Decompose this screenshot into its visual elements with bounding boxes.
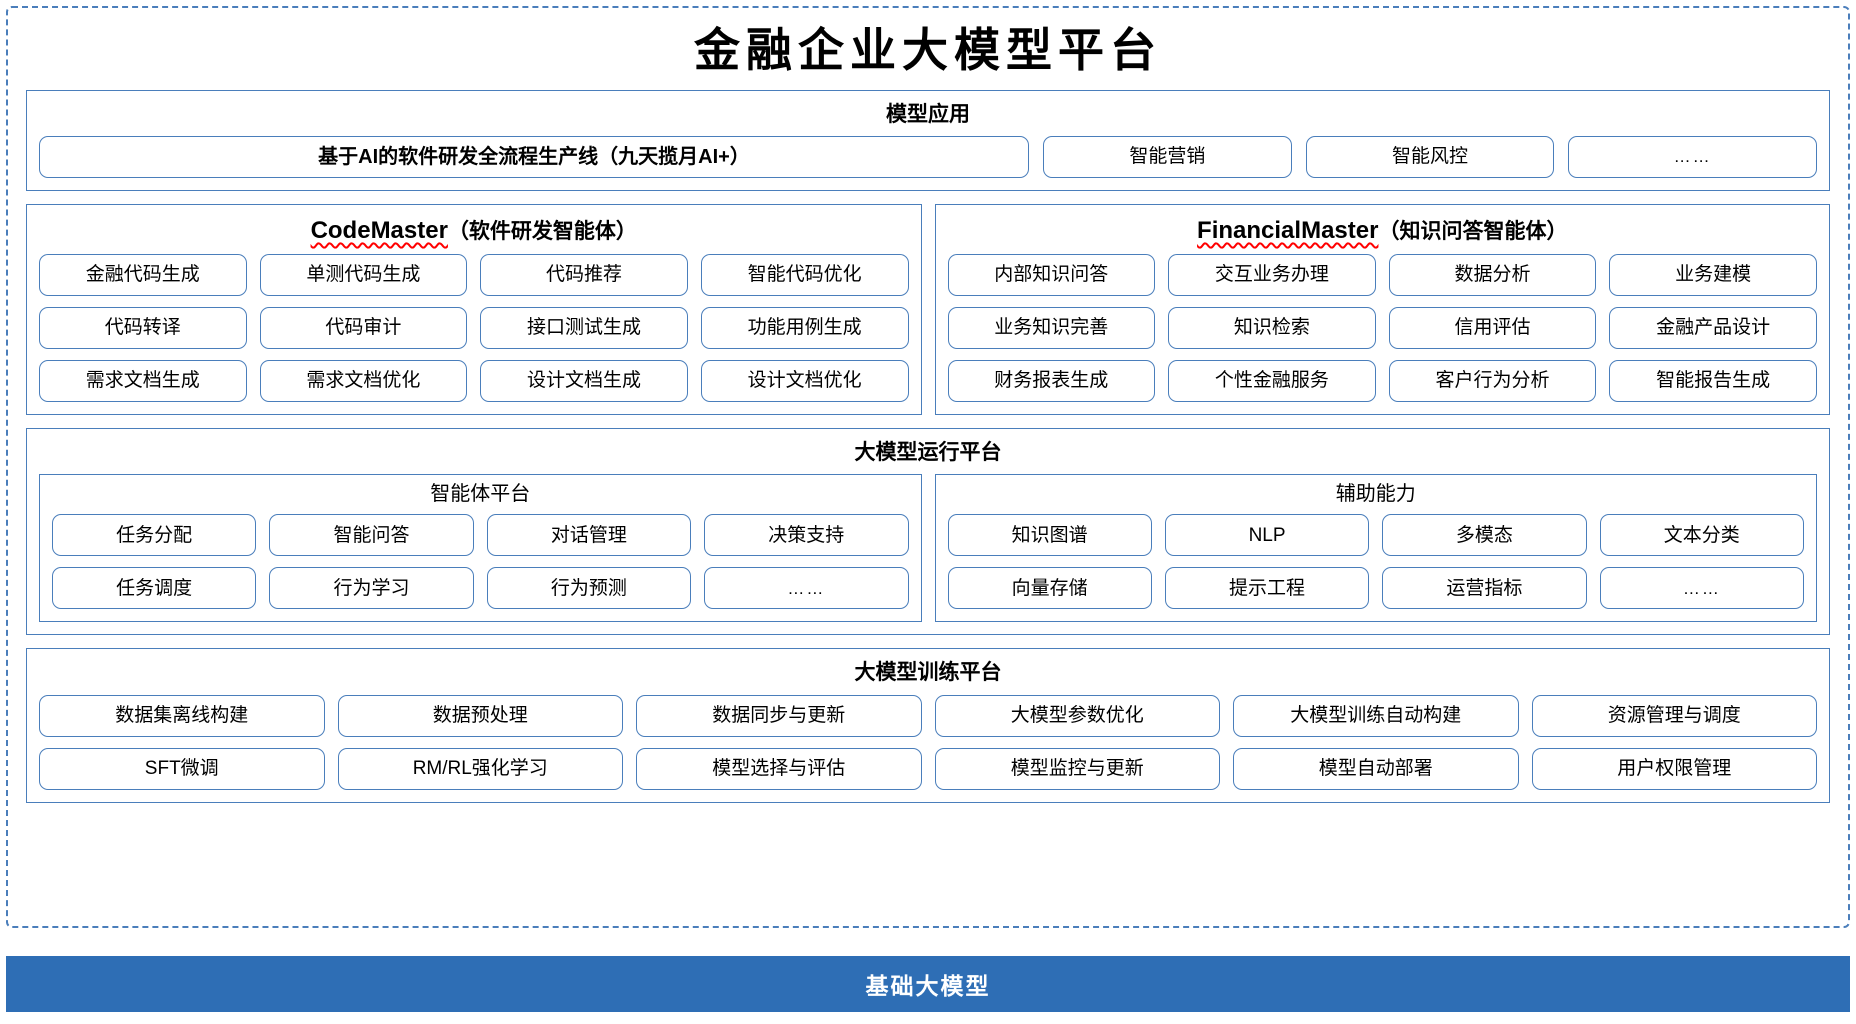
- codemaster-row-2: 代码转译 代码审计 接口测试生成 功能用例生成: [39, 306, 909, 349]
- agent-platform-chip-5[interactable]: 任务调度: [52, 567, 257, 610]
- financialmaster-chip-4[interactable]: 业务建模: [1609, 253, 1817, 296]
- train-platform-row-2: SFT微调 RM/RL强化学习 模型选择与评估 模型监控与更新 模型自动部署 用…: [39, 747, 1817, 790]
- agents-section: CodeMaster（软件研发智能体） 金融代码生成 单测代码生成 代码推荐 智…: [26, 203, 1830, 415]
- app-chip-primary[interactable]: 基于AI的软件研发全流程生产线（九天揽月AI+）: [39, 135, 1029, 178]
- train-chip-7[interactable]: SFT微调: [39, 747, 325, 790]
- diagram-outer-frame: 金融企业大模型平台 模型应用 基于AI的软件研发全流程生产线（九天揽月AI+） …: [6, 6, 1850, 928]
- panel-title-financialmaster: FinancialMaster（知识问答智能体）: [948, 213, 1818, 254]
- codemaster-chip-6[interactable]: 代码审计: [259, 306, 468, 349]
- train-chip-2[interactable]: 数据预处理: [337, 694, 623, 737]
- codemaster-row-3: 需求文档生成 需求文档优化 设计文档生成 设计文档优化: [39, 359, 909, 402]
- train-chip-8[interactable]: RM/RL强化学习: [337, 747, 623, 790]
- panel-title-train-platform: 大模型训练平台: [854, 661, 1002, 685]
- auxiliary-chip-7[interactable]: 运营指标: [1382, 567, 1587, 610]
- financialmaster-chip-10[interactable]: 个性金融服务: [1168, 359, 1376, 402]
- panel-model-application: 模型应用 基于AI的软件研发全流程生产线（九天揽月AI+） 智能营销 智能风控 …: [26, 89, 1830, 191]
- financialmaster-chip-5[interactable]: 业务知识完善: [947, 306, 1156, 349]
- subpanel-auxiliary-capability: 辅助能力 知识图谱 NLP 多模态 文本分类 向量存储 提示工程 运营指标 ……: [934, 474, 1817, 623]
- subpanel-title-agent-platform: 智能体平台: [430, 483, 531, 506]
- train-chip-5[interactable]: 大模型训练自动构建: [1233, 694, 1519, 737]
- auxiliary-row-1: 知识图谱 NLP 多模态 文本分类: [947, 514, 1804, 557]
- financialmaster-chip-9[interactable]: 财务报表生成: [947, 359, 1156, 402]
- subpanel-agent-platform: 智能体平台 任务分配 智能问答 对话管理 决策支持 任务调度 行为学习 行为预测…: [39, 474, 922, 623]
- codemaster-chip-2[interactable]: 单测代码生成: [259, 253, 468, 296]
- financialmaster-chip-8[interactable]: 金融产品设计: [1609, 306, 1817, 349]
- codemaster-name-cn: （软件研发智能体）: [447, 219, 637, 243]
- financialmaster-chip-6[interactable]: 知识检索: [1168, 306, 1376, 349]
- panel-title-run-platform: 大模型运行平台: [854, 440, 1002, 464]
- codemaster-chip-3[interactable]: 代码推荐: [480, 253, 688, 296]
- auxiliary-chip-6[interactable]: 提示工程: [1164, 567, 1370, 610]
- financialmaster-name-en: FinancialMaster: [1197, 216, 1379, 244]
- foundation-model-label: 基础大模型: [865, 973, 991, 999]
- model-application-row: 基于AI的软件研发全流程生产线（九天揽月AI+） 智能营销 智能风控 ……: [39, 135, 1818, 178]
- panel-codemaster: CodeMaster（软件研发智能体） 金融代码生成 单测代码生成 代码推荐 智…: [26, 203, 922, 415]
- panel-run-platform: 大模型运行平台 智能体平台 任务分配 智能问答 对话管理 决策支持 任务调度 行…: [26, 427, 1830, 636]
- financialmaster-row-3: 财务报表生成 个性金融服务 客户行为分析 智能报告生成: [947, 359, 1817, 402]
- codemaster-chip-4[interactable]: 智能代码优化: [700, 253, 909, 296]
- panel-title-model-application: 模型应用: [886, 102, 970, 126]
- codemaster-chip-1[interactable]: 金融代码生成: [39, 253, 247, 296]
- agent-platform-row-1: 任务分配 智能问答 对话管理 决策支持: [52, 514, 909, 557]
- auxiliary-chip-more[interactable]: ……: [1599, 567, 1804, 610]
- train-chip-11[interactable]: 模型自动部署: [1233, 747, 1519, 790]
- run-platform-groups: 智能体平台 任务分配 智能问答 对话管理 决策支持 任务调度 行为学习 行为预测…: [39, 474, 1817, 623]
- agent-platform-chip-4[interactable]: 决策支持: [704, 514, 909, 557]
- train-chip-9[interactable]: 模型选择与评估: [636, 747, 922, 790]
- codemaster-row-1: 金融代码生成 单测代码生成 代码推荐 智能代码优化: [39, 253, 909, 296]
- train-platform-row-1: 数据集离线构建 数据预处理 数据同步与更新 大模型参数优化 大模型训练自动构建 …: [39, 694, 1817, 737]
- panel-financialmaster: FinancialMaster（知识问答智能体） 内部知识问答 交互业务办理 数…: [934, 203, 1830, 415]
- financialmaster-chip-11[interactable]: 客户行为分析: [1388, 359, 1597, 402]
- agent-platform-chip-2[interactable]: 智能问答: [269, 514, 474, 557]
- agent-platform-chip-more[interactable]: ……: [704, 567, 909, 610]
- codemaster-chip-8[interactable]: 功能用例生成: [700, 306, 909, 349]
- train-chip-4[interactable]: 大模型参数优化: [934, 694, 1220, 737]
- train-chip-3[interactable]: 数据同步与更新: [636, 694, 922, 737]
- codemaster-chip-12[interactable]: 设计文档优化: [700, 359, 909, 402]
- panel-title-codemaster: CodeMaster（软件研发智能体）: [39, 213, 909, 254]
- auxiliary-chip-5[interactable]: 向量存储: [947, 567, 1152, 610]
- foundation-model-bar: 基础大模型: [6, 956, 1850, 1012]
- agent-platform-chip-6[interactable]: 行为学习: [269, 567, 474, 610]
- auxiliary-chip-4[interactable]: 文本分类: [1599, 514, 1804, 557]
- train-chip-10[interactable]: 模型监控与更新: [934, 747, 1220, 790]
- train-chip-1[interactable]: 数据集离线构建: [39, 694, 325, 737]
- financialmaster-chip-1[interactable]: 内部知识问答: [947, 253, 1156, 296]
- agent-platform-row-2: 任务调度 行为学习 行为预测 ……: [52, 567, 909, 610]
- page-title: 金融企业大模型平台: [694, 25, 1162, 76]
- app-chip-more[interactable]: ……: [1568, 135, 1818, 178]
- app-chip-smart-marketing[interactable]: 智能营销: [1043, 135, 1292, 178]
- financialmaster-row-1: 内部知识问答 交互业务办理 数据分析 业务建模: [947, 253, 1817, 296]
- train-chip-6[interactable]: 资源管理与调度: [1531, 694, 1817, 737]
- codemaster-chip-5[interactable]: 代码转译: [39, 306, 247, 349]
- panel-train-platform: 大模型训练平台 数据集离线构建 数据预处理 数据同步与更新 大模型参数优化 大模…: [26, 648, 1830, 803]
- auxiliary-row-2: 向量存储 提示工程 运营指标 ……: [947, 567, 1804, 610]
- codemaster-name-en: CodeMaster: [310, 216, 448, 244]
- codemaster-chip-9[interactable]: 需求文档生成: [39, 359, 247, 402]
- subpanel-title-auxiliary-capability: 辅助能力: [1335, 483, 1416, 506]
- auxiliary-chip-3[interactable]: 多模态: [1382, 514, 1587, 557]
- financialmaster-chip-2[interactable]: 交互业务办理: [1168, 253, 1376, 296]
- codemaster-chip-7[interactable]: 接口测试生成: [480, 306, 688, 349]
- financialmaster-row-2: 业务知识完善 知识检索 信用评估 金融产品设计: [947, 306, 1817, 349]
- agent-platform-chip-3[interactable]: 对话管理: [486, 514, 692, 557]
- financialmaster-chip-3[interactable]: 数据分析: [1388, 253, 1597, 296]
- app-chip-smart-risk-control[interactable]: 智能风控: [1305, 135, 1555, 178]
- auxiliary-chip-1[interactable]: 知识图谱: [947, 514, 1152, 557]
- agent-platform-chip-1[interactable]: 任务分配: [52, 514, 257, 557]
- agent-platform-chip-7[interactable]: 行为预测: [486, 567, 692, 610]
- financialmaster-chip-7[interactable]: 信用评估: [1388, 306, 1597, 349]
- codemaster-chip-10[interactable]: 需求文档优化: [259, 359, 468, 402]
- codemaster-chip-11[interactable]: 设计文档生成: [480, 359, 688, 402]
- financialmaster-chip-12[interactable]: 智能报告生成: [1609, 359, 1817, 402]
- financialmaster-name-cn: （知识问答智能体）: [1378, 219, 1568, 243]
- train-chip-12[interactable]: 用户权限管理: [1531, 747, 1817, 790]
- auxiliary-chip-2[interactable]: NLP: [1164, 514, 1370, 557]
